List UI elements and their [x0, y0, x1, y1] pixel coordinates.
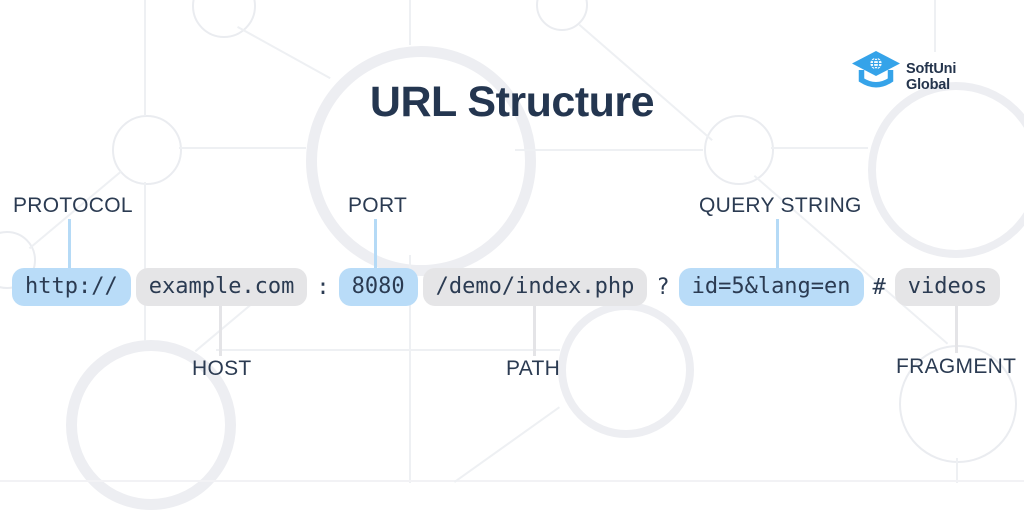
decor-line [237, 26, 331, 80]
separator-question: ? [656, 274, 670, 300]
graduation-cap-icon [851, 50, 901, 103]
connector-protocol [68, 219, 71, 268]
connector-query-string [776, 219, 779, 268]
separator-colon: : [316, 274, 330, 300]
chip-protocol: http:// [12, 268, 131, 306]
decor-circle [558, 302, 694, 438]
decor-line [179, 147, 306, 149]
decor-circle [536, 0, 588, 31]
label-host: HOST [192, 357, 252, 380]
decor-line [956, 458, 958, 483]
decor-circle [192, 0, 256, 38]
connector-port [374, 219, 377, 268]
connector-fragment [955, 306, 958, 353]
label-port: PORT [348, 194, 408, 217]
logo-text: SoftUni Global [906, 61, 956, 93]
decor-line [409, 0, 411, 45]
label-path: PATH [506, 357, 561, 380]
decor-line [0, 480, 1024, 482]
decor-line [216, 349, 560, 351]
separator-hash: # [872, 274, 886, 300]
softuni-logo: SoftUni Global [851, 50, 956, 103]
chip-path: /demo/index.php [422, 268, 648, 306]
chip-port: 8080 [338, 268, 418, 306]
logo-text-line2: Global [906, 76, 950, 93]
decor-line [934, 0, 936, 52]
decor-line [144, 182, 146, 341]
connector-path [533, 306, 536, 356]
decor-line [771, 147, 868, 149]
label-fragment: FRAGMENT [896, 355, 1017, 378]
decor-line [453, 406, 560, 483]
chip-query-string: id=5&lang=en [678, 268, 864, 306]
decor-line [194, 298, 258, 353]
chip-host: example.com [135, 268, 308, 306]
page-title: URL Structure [369, 78, 655, 126]
url-bar: http:// example.com : 8080 /demo/index.p… [12, 268, 1001, 306]
label-protocol: PROTOCOL [13, 194, 133, 217]
connector-host [219, 306, 222, 356]
label-query-string: QUERY STRING [699, 194, 862, 217]
chip-fragment: videos [894, 268, 1001, 306]
decor-line [515, 149, 703, 151]
logo-text-line1: SoftUni [906, 60, 957, 77]
